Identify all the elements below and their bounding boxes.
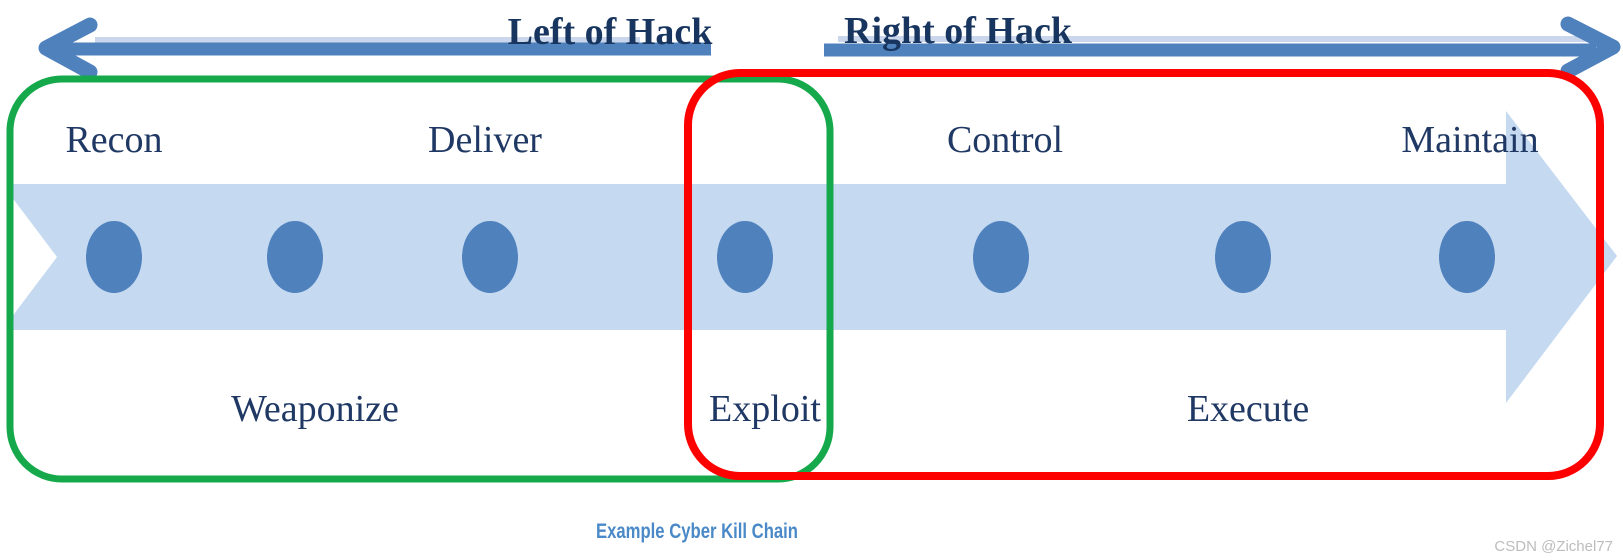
phase-label-execute: Execute [1187,388,1309,430]
phase-dot-deliver [462,221,518,293]
phase-dot-execute [1215,221,1271,293]
phase-label-weaponize: Weaponize [231,388,399,430]
phase-label-exploit: Exploit [709,388,821,430]
right-of-hack-outline [684,69,1604,480]
phase-dot-recon [86,221,142,293]
phase-label-maintain: Maintain [1401,119,1538,161]
right-arrow-head-icon [1560,16,1621,79]
right-of-hack-label: Right of Hack [844,10,1073,52]
phase-label-deliver: Deliver [428,119,542,161]
phase-dot-exploit [717,221,773,293]
diagram-caption: Example Cyber Kill Chain [596,520,798,543]
watermark: CSDN @Zichel77 [1494,538,1613,555]
phase-dot-maintain [1439,221,1495,293]
left-of-hack-outline [6,75,834,483]
left-of-hack-arrow [38,17,711,80]
phase-label-control: Control [947,119,1063,161]
kill-chain-band-arrow [8,111,1617,403]
phase-dot-control [973,221,1029,293]
phase-dot-weaponize [267,221,323,293]
left-of-hack-label: Left of Hack [508,11,714,53]
left-arrow-head-icon [38,17,98,80]
phase-label-recon: Recon [65,119,162,161]
right-of-hack-arrow [824,16,1621,79]
